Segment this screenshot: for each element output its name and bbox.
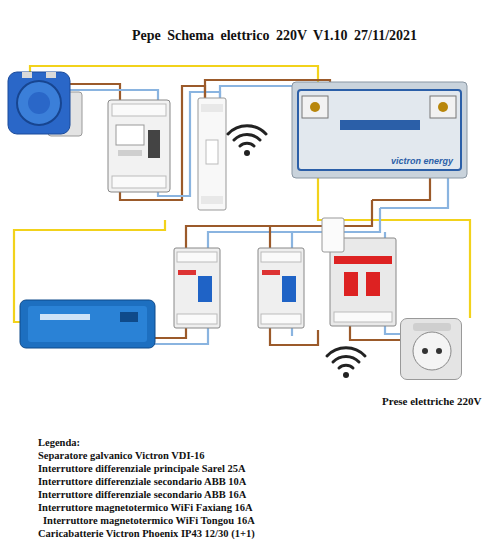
rect-shape <box>46 72 56 78</box>
rect-shape <box>261 314 301 324</box>
path-shape <box>350 326 400 340</box>
rect-shape <box>112 104 166 116</box>
circle-shape <box>438 102 448 112</box>
rect-shape <box>116 125 144 145</box>
path-shape <box>240 143 254 146</box>
rect-shape <box>201 104 223 112</box>
rect-shape <box>366 272 380 296</box>
path-shape <box>150 328 208 344</box>
circle-shape <box>17 81 61 125</box>
rect-shape <box>120 312 138 322</box>
socket-label: Prese elettriche 220V <box>382 395 481 407</box>
circle-shape <box>343 372 349 378</box>
path-shape <box>372 175 430 200</box>
diagram-title: Pepe Schema elettrico 220V V1.10 27/11/2… <box>132 28 417 44</box>
isolator-box: victron energy <box>292 82 467 178</box>
rect-shape <box>40 314 90 320</box>
path-shape <box>327 348 365 356</box>
path-shape <box>385 326 400 334</box>
path-shape <box>384 232 386 238</box>
rect-shape <box>178 270 196 275</box>
legend-line: Interruttore magnetotermico WiFi Tongou … <box>43 515 255 527</box>
path-shape <box>333 356 359 362</box>
rect-shape <box>430 96 456 118</box>
rect-shape <box>261 252 301 262</box>
path-shape <box>380 175 448 208</box>
rect-shape <box>118 150 142 156</box>
rect-shape <box>322 218 344 252</box>
rect-shape <box>177 252 217 262</box>
legend-line: Separatore galvanico Victron VDI-16 <box>38 450 205 462</box>
rect-shape <box>344 272 358 296</box>
circle-shape <box>244 150 250 156</box>
socket-symbol <box>401 319 461 379</box>
legend-line: Interruttore magnetotermico WiFi Faxiang… <box>38 502 253 514</box>
path-shape <box>269 226 271 248</box>
rect-shape <box>292 82 467 178</box>
circle-shape <box>413 332 451 370</box>
brand-name: victron energy <box>391 156 453 166</box>
rect-shape <box>177 314 217 324</box>
rect-shape <box>198 98 226 210</box>
rect-shape <box>112 176 166 188</box>
rect-shape <box>22 72 32 78</box>
rect-shape <box>298 90 461 170</box>
circle-shape <box>28 92 50 114</box>
rect-shape <box>198 276 212 302</box>
path-shape <box>339 365 353 368</box>
legend-line: Interruttore differenziale principale Sa… <box>38 463 246 475</box>
path-shape <box>291 328 293 336</box>
rect-shape <box>302 96 328 118</box>
legend-line: Interruttore differenziale secondario AB… <box>38 476 246 488</box>
rect-shape <box>20 300 155 348</box>
legend-heading: Legenda: <box>38 437 80 449</box>
circle-shape <box>422 348 428 354</box>
path-shape <box>291 232 293 248</box>
path-shape <box>228 126 266 134</box>
socket-box: Prese elettriche 220V <box>400 318 462 380</box>
path-shape <box>155 328 186 338</box>
rect-shape <box>334 256 392 264</box>
rect-shape <box>340 120 420 130</box>
legend-line: Caricabatterie Victron Phoenix IP43 12/3… <box>38 528 255 539</box>
rect-shape <box>108 100 170 192</box>
legend-line: Interruttore differenziale secondario AB… <box>38 489 246 501</box>
rect-shape <box>201 196 223 204</box>
rect-shape <box>258 248 304 328</box>
rect-shape <box>282 276 296 302</box>
rect-shape <box>334 312 392 322</box>
rect-shape <box>206 140 218 164</box>
rect-shape <box>174 248 220 328</box>
rect-shape <box>8 72 70 134</box>
rect-shape <box>262 270 280 275</box>
g-shape <box>228 126 365 368</box>
rect-shape <box>148 130 160 158</box>
circle-shape <box>310 102 320 112</box>
path-shape <box>234 134 260 140</box>
path-shape <box>270 328 318 345</box>
rect-shape <box>28 306 147 342</box>
rect-shape <box>413 323 451 331</box>
circle-shape <box>436 348 442 354</box>
